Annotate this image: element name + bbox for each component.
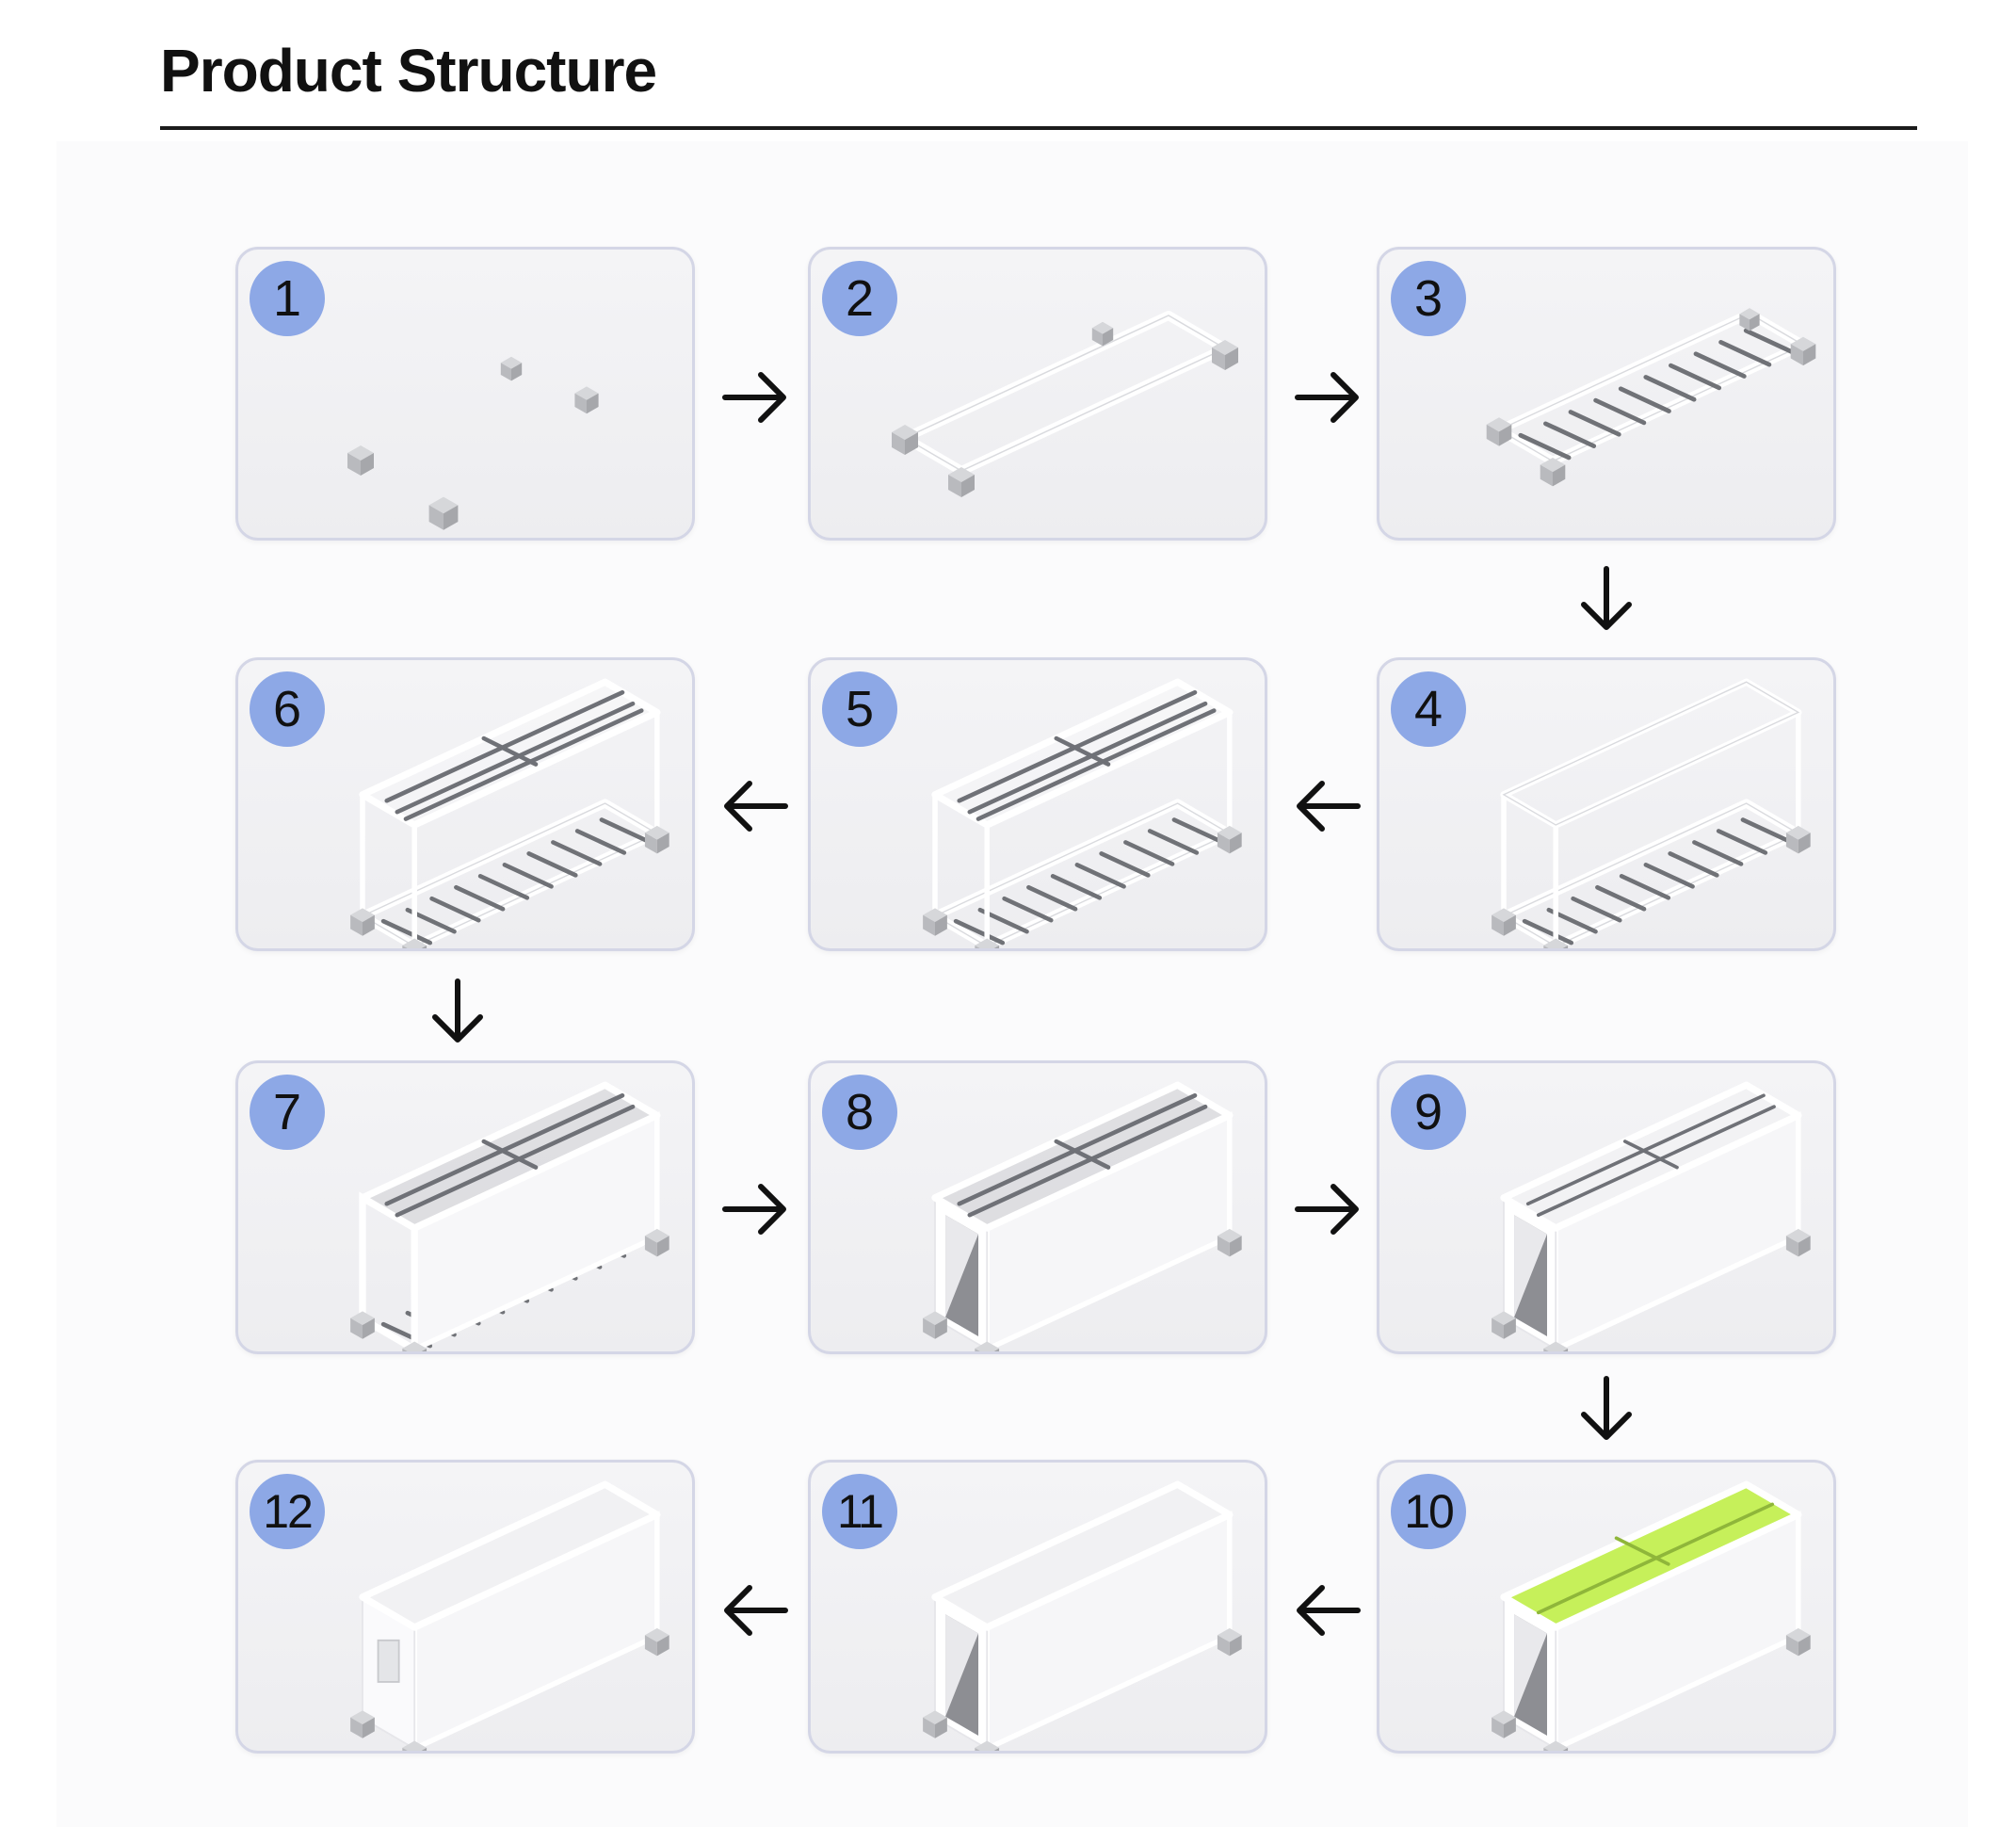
step-number-12: 12 (250, 1474, 325, 1549)
step-number-2: 2 (822, 261, 897, 336)
step-number-3: 3 (1391, 261, 1466, 336)
arrow-left-icon (1290, 768, 1365, 844)
arrow-right-icon (718, 360, 793, 435)
step-number-9: 9 (1391, 1075, 1466, 1150)
arrow-right-icon (718, 1172, 793, 1247)
step-number-11: 11 (822, 1474, 897, 1549)
step-number-8: 8 (822, 1075, 897, 1150)
step-card-10: 10 (1377, 1460, 1836, 1754)
step-card-2: 2 (808, 247, 1267, 541)
step-number-10: 10 (1391, 1474, 1466, 1549)
arrow-left-icon (718, 1573, 793, 1648)
step-card-9: 9 (1377, 1060, 1836, 1354)
step-number-6: 6 (250, 671, 325, 747)
step-card-6: 6 (235, 657, 695, 951)
step-11-illustration (923, 1480, 1242, 1751)
step-card-1: 1 (235, 247, 695, 541)
step-number-1: 1 (250, 261, 325, 336)
step-5-illustration (923, 678, 1242, 948)
step-10-illustration (1492, 1480, 1811, 1751)
step-6-illustration (350, 678, 669, 948)
arrow-down-icon (1569, 561, 1644, 637)
step-12-illustration (350, 1480, 669, 1751)
arrow-left-icon (1290, 1573, 1365, 1648)
title-divider (160, 126, 1917, 130)
step-card-11: 11 (808, 1460, 1267, 1754)
step-number-5: 5 (822, 671, 897, 747)
step-4-illustration (1492, 678, 1811, 948)
arrow-down-icon (420, 974, 495, 1049)
step-card-12: 12 (235, 1460, 695, 1754)
step-card-7: 7 (235, 1060, 695, 1354)
arrow-left-icon (718, 768, 793, 844)
step-number-7: 7 (250, 1075, 325, 1150)
arrow-right-icon (1290, 1172, 1365, 1247)
step-7-illustration (350, 1081, 669, 1351)
step-card-8: 8 (808, 1060, 1267, 1354)
arrow-down-icon (1569, 1371, 1644, 1447)
step-card-3: 3 (1377, 247, 1836, 541)
step-card-4: 4 (1377, 657, 1836, 951)
step-9-illustration (1492, 1081, 1811, 1351)
step-card-5: 5 (808, 657, 1267, 951)
arrow-right-icon (1290, 360, 1365, 435)
page-title: Product Structure (160, 37, 657, 105)
step-8-illustration (923, 1081, 1242, 1351)
step-number-4: 4 (1391, 671, 1466, 747)
